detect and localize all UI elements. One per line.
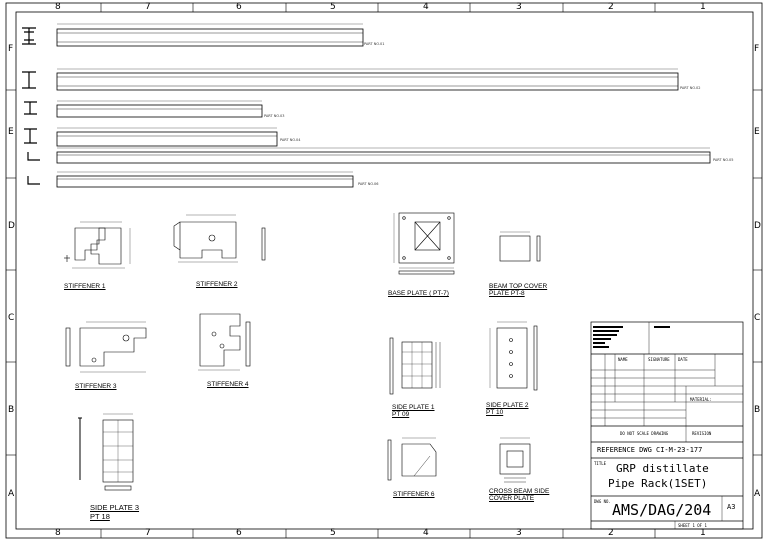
- stiffener-2-drawing: [173, 214, 266, 263]
- zone-col-4: 4: [423, 2, 429, 12]
- stiffener-3-label: STIFFENER 3: [75, 383, 117, 390]
- beam-top-cover-label-1: BEAM TOP COVER: [489, 283, 548, 290]
- tb-sheet: SHEET 1 OF 1: [678, 523, 707, 528]
- tb-title-line-2: Pipe Rack(1SET): [608, 477, 708, 490]
- cross-beam-label-1: CROSS BEAM SIDE: [489, 488, 550, 495]
- zone-col-3-bottom: 3: [516, 528, 522, 538]
- zone-row-b: B: [8, 405, 15, 415]
- tb-name-col: NAME: [618, 357, 628, 362]
- stiffener-4-drawing: [198, 313, 251, 371]
- base-plate-label: BASE PLATE ( PT-7): [388, 290, 449, 297]
- stiffener-2-label: STIFFENER 2: [196, 281, 238, 288]
- zone-row-f: F: [8, 44, 14, 54]
- base-plate-drawing: [393, 212, 455, 275]
- tb-material: MATERIAL:: [690, 397, 712, 402]
- part-no-01-label: PART NO.01: [364, 42, 385, 46]
- zone-col-5: 5: [330, 2, 336, 12]
- zone-row-a: A: [8, 489, 15, 499]
- tb-signature-col: SIGNATURE: [648, 357, 670, 362]
- stiffener-3-drawing: [65, 321, 147, 373]
- title-block: [590, 321, 744, 530]
- tb-date-col: DATE: [678, 357, 688, 362]
- zone-row-e-right: E: [754, 127, 760, 137]
- side-plate-2-drawing: [489, 321, 538, 391]
- beam-top-cover-drawing: [499, 231, 541, 262]
- part-no-04-label: PART NO.04: [280, 138, 301, 142]
- side-plate-3-drawing: [78, 413, 134, 491]
- part-01: [22, 23, 364, 47]
- stiffener-1-drawing: [64, 221, 131, 269]
- tb-sheet-size: A3: [727, 503, 736, 511]
- zone-row-f-right: F: [754, 44, 760, 54]
- zone-ticks: [6, 3, 762, 538]
- part-03: [24, 100, 263, 118]
- part-02: [22, 68, 679, 91]
- stiffener-6-drawing: [387, 437, 437, 481]
- part-no-06-label: PART NO.06: [358, 182, 379, 186]
- part-no-05-label: PART NO.05: [713, 158, 734, 162]
- part-05: [27, 147, 711, 164]
- stiffener-6-label: STIFFENER 6: [393, 491, 435, 498]
- zone-col-8: 8: [55, 2, 61, 12]
- zone-row-c-right: C: [754, 313, 761, 323]
- zone-row-c: C: [8, 313, 15, 323]
- tb-revision: REVISION: [692, 431, 712, 436]
- zone-row-d-right: D: [754, 221, 761, 231]
- zone-col-1-bottom: 1: [700, 528, 706, 538]
- part-no-02-label: PART NO.02: [680, 86, 701, 90]
- side-plate-3-label-1: SIDE PLATE 3: [90, 503, 140, 512]
- cross-beam-drawing: [499, 437, 531, 483]
- stiffener-4-label: STIFFENER 4: [207, 381, 249, 388]
- side-plate-1-label-2: PT 09: [392, 411, 410, 418]
- side-plate-1-label-1: SIDE PLATE 1: [392, 404, 435, 411]
- zone-col-7-bottom: 7: [145, 528, 151, 538]
- outer-border: [5, 2, 763, 539]
- zone-col-7: 7: [145, 2, 151, 12]
- part-06: [27, 171, 354, 188]
- part-no-03-label: PART NO.03: [264, 114, 285, 118]
- zone-row-a-right: A: [754, 489, 761, 499]
- tb-dwg-label: DWG NO.: [594, 499, 611, 504]
- zone-col-8-bottom: 8: [55, 528, 61, 538]
- zone-col-4-bottom: 4: [423, 528, 429, 538]
- side-plate-2-label-2: PT 10: [486, 409, 504, 416]
- zone-col-3: 3: [516, 2, 522, 12]
- zone-col-1: 1: [700, 2, 706, 12]
- zone-col-6-bottom: 6: [236, 528, 242, 538]
- tb-dwg-number: AMS/DAG/204: [612, 501, 712, 519]
- zone-col-2-bottom: 2: [608, 528, 614, 538]
- inner-border: [15, 11, 754, 530]
- zone-row-b-right: B: [754, 405, 761, 415]
- side-plate-1-drawing: [389, 337, 441, 395]
- beam-top-cover-label-2: PLATE PT-8: [489, 290, 525, 297]
- zone-col-5-bottom: 5: [330, 528, 336, 538]
- company-address: [593, 326, 670, 348]
- zone-row-e: E: [8, 127, 14, 137]
- zone-col-2: 2: [608, 2, 614, 12]
- tb-title-line-1: GRP distillate: [616, 462, 709, 475]
- cross-beam-label-2: COVER PLATE: [489, 495, 535, 502]
- tb-scale-note: DO NOT SCALE DRAWING: [620, 431, 669, 436]
- side-plate-2-label-1: SIDE PLATE 2: [486, 402, 529, 409]
- stiffener-1-label: STIFFENER 1: [64, 283, 106, 290]
- part-04: [24, 127, 278, 147]
- tb-title-label: TITLE: [594, 461, 607, 466]
- zone-col-6: 6: [236, 2, 242, 12]
- tb-reference: REFERENCE DWG CI-M-23-177: [597, 446, 703, 454]
- side-plate-3-label-2: PT 18: [90, 512, 110, 521]
- zone-row-d: D: [8, 221, 15, 231]
